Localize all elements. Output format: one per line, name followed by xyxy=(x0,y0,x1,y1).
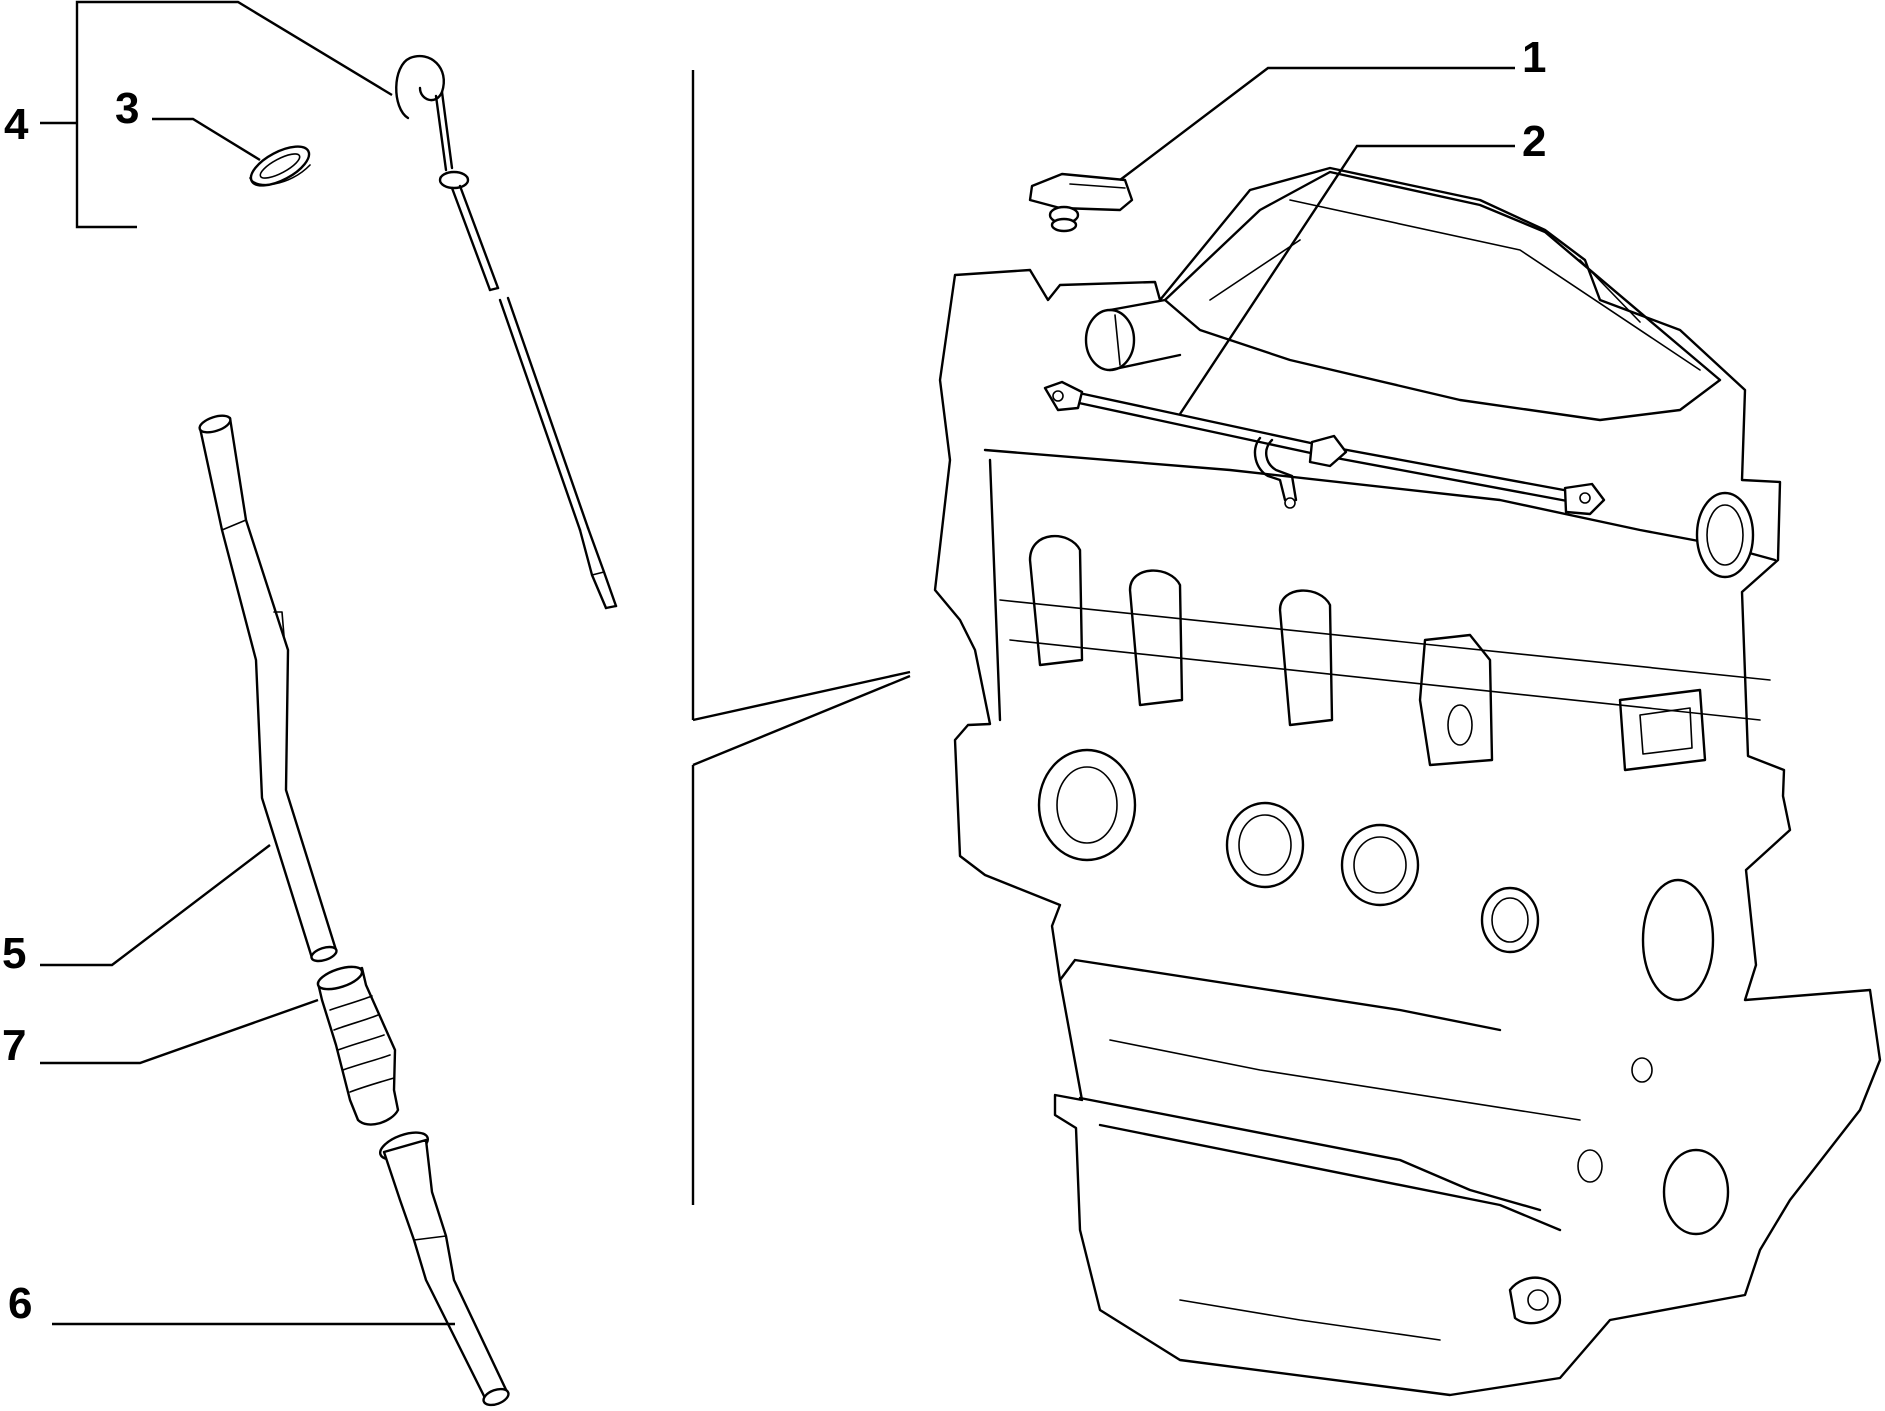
lower-tube-part-6 xyxy=(379,1131,510,1407)
filler-cap-part-1 xyxy=(1028,172,1134,233)
callout-3: 3 xyxy=(115,84,139,133)
guide-tube-part-5 xyxy=(198,414,338,963)
callout-7-leader xyxy=(40,998,319,1065)
callout-2: 2 xyxy=(1522,117,1546,166)
breather-tube-part-2 xyxy=(1043,380,1606,516)
callout-5-leader xyxy=(40,844,271,967)
callout-1-leader xyxy=(1119,66,1515,181)
callout-2-leader xyxy=(1178,144,1515,415)
callout-3-leader xyxy=(152,117,261,162)
callout-4-bracket xyxy=(40,0,393,229)
assembly-bracket xyxy=(691,70,911,1205)
rubber-sleeve-part-7 xyxy=(316,965,400,1126)
seal-ring-part-3 xyxy=(249,145,311,187)
callout-5: 5 xyxy=(2,929,26,978)
engine-block xyxy=(933,166,1882,1397)
callout-6: 6 xyxy=(8,1279,32,1328)
callout-4: 4 xyxy=(4,100,29,149)
dipstick-part-4 xyxy=(395,55,618,610)
callout-7: 7 xyxy=(2,1021,26,1070)
callout-1: 1 xyxy=(1522,33,1546,82)
